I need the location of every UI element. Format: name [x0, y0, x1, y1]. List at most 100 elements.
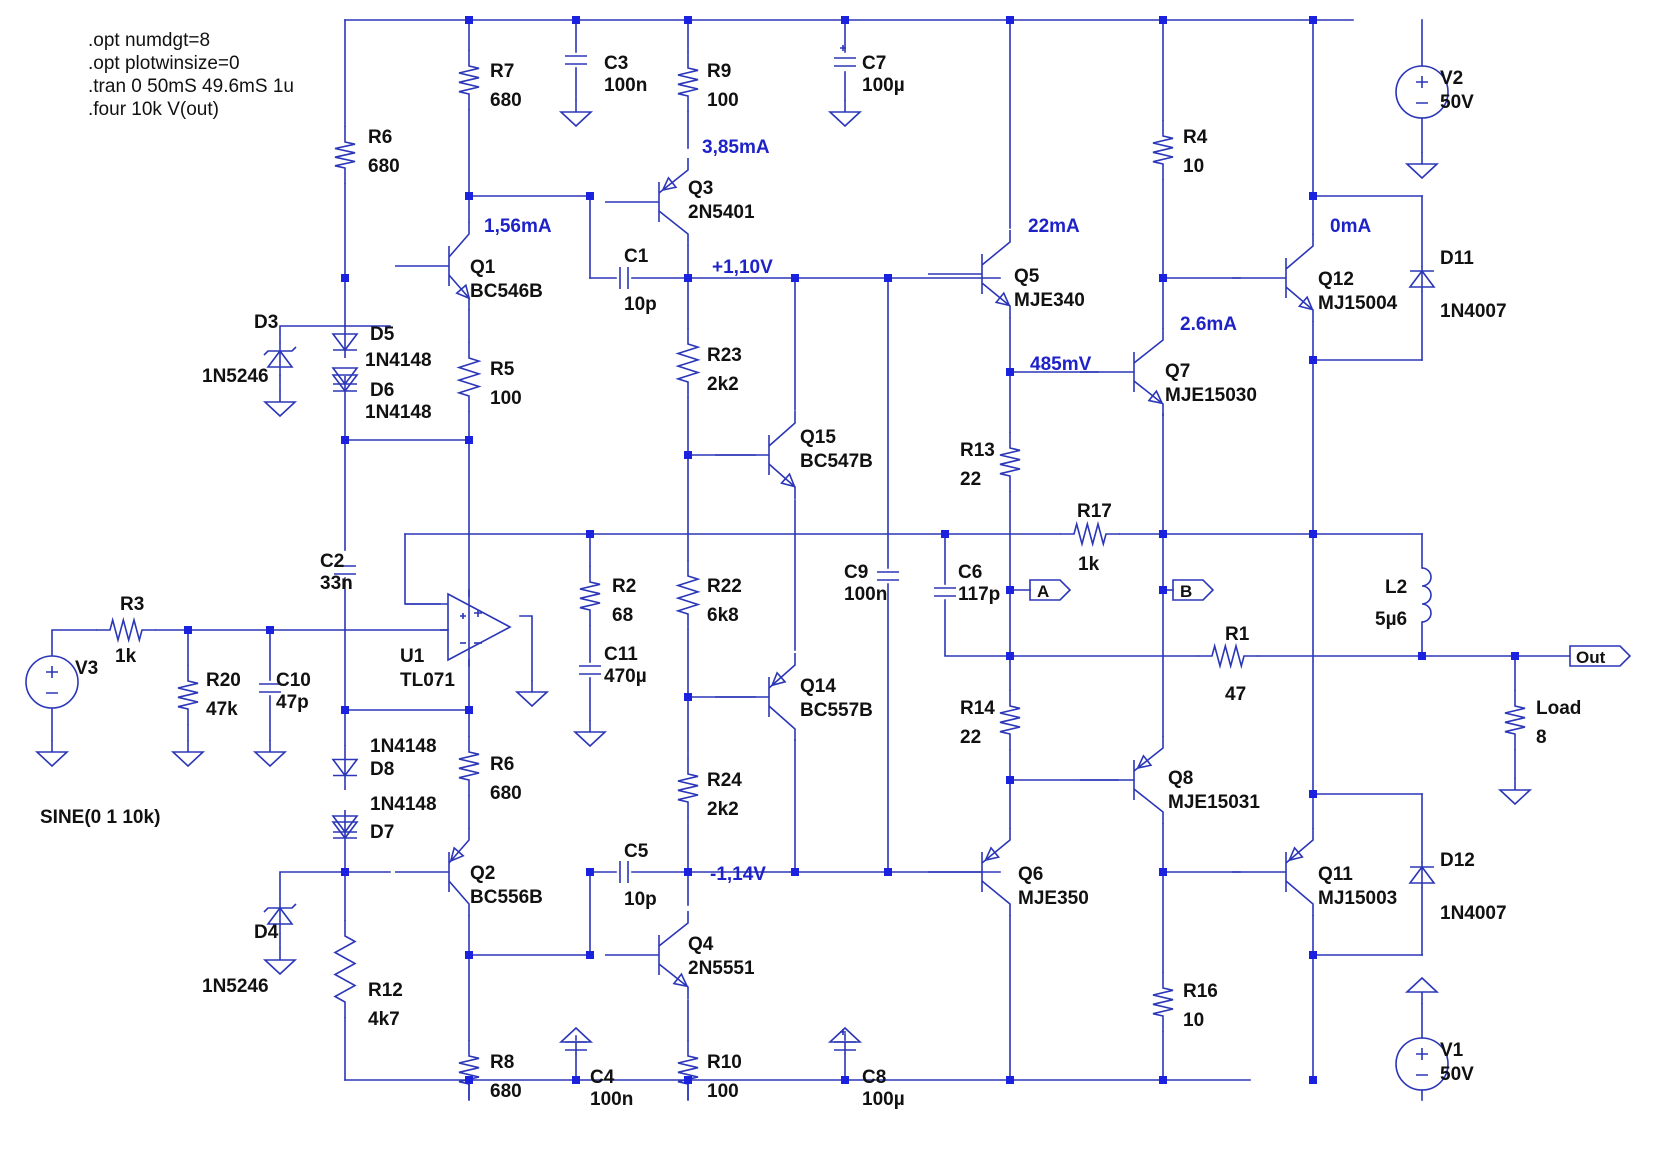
resistor-ref: R17	[1077, 501, 1112, 522]
junction-dot	[1006, 586, 1014, 594]
junction-dot	[791, 274, 799, 282]
junction-dot	[1309, 530, 1317, 538]
transistor-model: MJE15030	[1165, 385, 1257, 406]
source-ref: V3	[75, 658, 98, 679]
annotation-neg-node-voltage: -1,14V	[710, 864, 766, 885]
junction-dot	[465, 1076, 473, 1084]
net-label-b[interactable]: B	[1172, 579, 1215, 601]
net-label-b-text: B	[1180, 582, 1192, 601]
resistor-value: 100	[707, 90, 739, 111]
transistor-ref: Q12	[1318, 269, 1354, 290]
annotation-q7-base-voltage: 485mV	[1030, 354, 1092, 375]
transistor-ref: Q8	[1168, 768, 1193, 789]
resistor-value: 22	[960, 469, 981, 490]
junction-dot	[465, 16, 473, 24]
junction-dot	[341, 436, 349, 444]
resistor-value: 6k8	[707, 605, 739, 626]
capacitor-ref: C11	[604, 644, 638, 665]
capacitor-value: 470µ	[604, 666, 647, 687]
capacitor-value: 117p	[958, 584, 1000, 605]
annotation-q5-current: 22mA	[1028, 216, 1080, 237]
opamp-ref: U1	[400, 646, 425, 667]
junction-dot	[1309, 1076, 1317, 1084]
source-ref: V1	[1440, 1040, 1464, 1061]
resistor-ref: R22	[707, 576, 742, 597]
resistor-value: 10	[1183, 1010, 1204, 1031]
resistor-value: 47k	[206, 699, 238, 720]
capacitor-ref: C4	[590, 1067, 615, 1088]
resistor-value: 10	[1183, 156, 1204, 177]
net-label-a[interactable]: A	[1029, 579, 1072, 601]
voltage-source-v3[interactable]: V3	[25, 655, 98, 709]
transistor-ref: Q11	[1318, 864, 1353, 885]
net-label-out-text: Out	[1576, 648, 1606, 667]
transistor-ref: Q15	[800, 427, 836, 448]
annotation-pos-node-voltage: +1,10V	[712, 257, 773, 278]
annotation-q1-current: 1,56mA	[484, 216, 552, 237]
diode-ref: D5	[370, 324, 395, 345]
transistor-model: MJ15004	[1318, 293, 1398, 314]
junction-dot	[572, 1076, 580, 1084]
resistor-value: 100	[707, 1081, 739, 1102]
net-label-out[interactable]: Out	[1569, 645, 1632, 667]
net-label-a-text: A	[1037, 582, 1049, 601]
resistor-ref: R13	[960, 440, 995, 461]
